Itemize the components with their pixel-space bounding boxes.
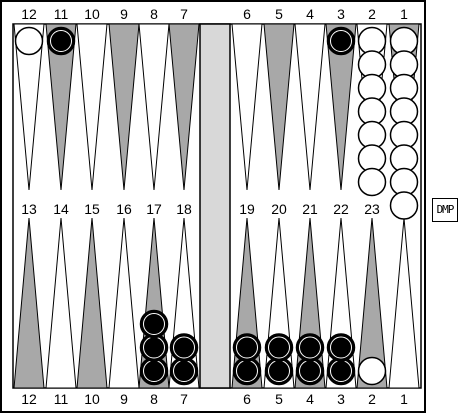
top-label: 3	[337, 6, 345, 22]
bottom-label: 3	[337, 391, 345, 407]
mid-label: 15	[84, 201, 100, 217]
top-point-9[interactable]	[108, 23, 140, 191]
dmp-button[interactable]: DMP	[432, 198, 458, 222]
mid-label: 18	[176, 201, 192, 217]
points-layer	[13, 23, 420, 389]
bottom-label: 8	[150, 391, 158, 407]
top-point-7[interactable]	[168, 23, 200, 191]
top-label: 9	[120, 6, 128, 22]
bottom-point-2[interactable]	[356, 217, 388, 389]
checker-rim	[143, 313, 165, 335]
top-label: 11	[54, 6, 69, 22]
mid-label: 13	[21, 201, 37, 217]
top-label: 8	[150, 6, 158, 22]
mid-label: 16	[116, 201, 132, 217]
mid-label: 17	[146, 201, 162, 217]
top-point-6[interactable]	[231, 23, 263, 191]
top-point-3[interactable]	[325, 23, 357, 191]
checkers-layer	[14, 26, 419, 386]
bottom-point-11[interactable]	[45, 217, 77, 389]
bottom-label: 1	[400, 391, 408, 407]
checker-rim	[330, 30, 352, 52]
bottom-label: 5	[275, 391, 283, 407]
mid-label: 23	[364, 201, 380, 217]
black-checker[interactable]	[139, 309, 169, 339]
top-point-11[interactable]	[45, 23, 77, 191]
checker-rim	[236, 336, 258, 359]
black-checker[interactable]	[264, 333, 294, 362]
checker-rim	[299, 336, 321, 359]
top-point-12[interactable]	[13, 23, 45, 191]
black-checker[interactable]	[326, 26, 356, 56]
bottom-label: 12	[21, 391, 37, 407]
white-checker[interactable]	[357, 167, 387, 197]
top-label: 1	[400, 6, 408, 22]
mid-label: 22	[333, 201, 349, 217]
black-checker[interactable]	[46, 26, 76, 56]
top-point-8[interactable]	[138, 23, 170, 191]
checker-rim	[173, 336, 195, 359]
top-label: 5	[275, 6, 283, 22]
white-checker[interactable]	[389, 191, 419, 220]
bottom-label: 7	[180, 391, 188, 407]
top-label: 4	[306, 6, 314, 22]
bottom-label: 4	[306, 391, 314, 407]
bottom-label: 9	[120, 391, 128, 407]
black-checker[interactable]	[232, 333, 262, 362]
top-point-10[interactable]	[76, 23, 108, 191]
black-checker[interactable]	[295, 333, 325, 362]
mid-label: 19	[239, 201, 255, 217]
black-checker[interactable]	[169, 333, 199, 362]
bottom-point-1[interactable]	[388, 217, 420, 389]
top-label: 2	[368, 6, 376, 22]
mid-label: 21	[302, 201, 318, 217]
top-label: 12	[21, 6, 37, 22]
top-label: 7	[180, 6, 188, 22]
bottom-point-10[interactable]	[76, 217, 108, 389]
top-label: 10	[84, 6, 100, 22]
checker-rim	[50, 30, 72, 52]
checker-rim	[268, 336, 290, 359]
top-point-4[interactable]	[294, 23, 326, 191]
top-point-5[interactable]	[263, 23, 295, 191]
mid-label: 20	[271, 201, 287, 217]
mid-label: 14	[53, 201, 69, 217]
bottom-label: 6	[243, 391, 251, 407]
center-bar[interactable]	[199, 23, 231, 389]
checker-rim	[330, 336, 352, 359]
black-checker[interactable]	[326, 333, 356, 362]
bottom-label: 2	[368, 391, 376, 407]
top-label: 6	[243, 6, 251, 22]
bottom-point-9[interactable]	[108, 217, 140, 389]
bottom-point-12[interactable]	[13, 217, 45, 389]
white-checker[interactable]	[357, 356, 387, 386]
white-checker[interactable]	[14, 26, 44, 56]
bottom-label: 11	[54, 391, 69, 407]
bottom-label: 10	[84, 391, 100, 407]
